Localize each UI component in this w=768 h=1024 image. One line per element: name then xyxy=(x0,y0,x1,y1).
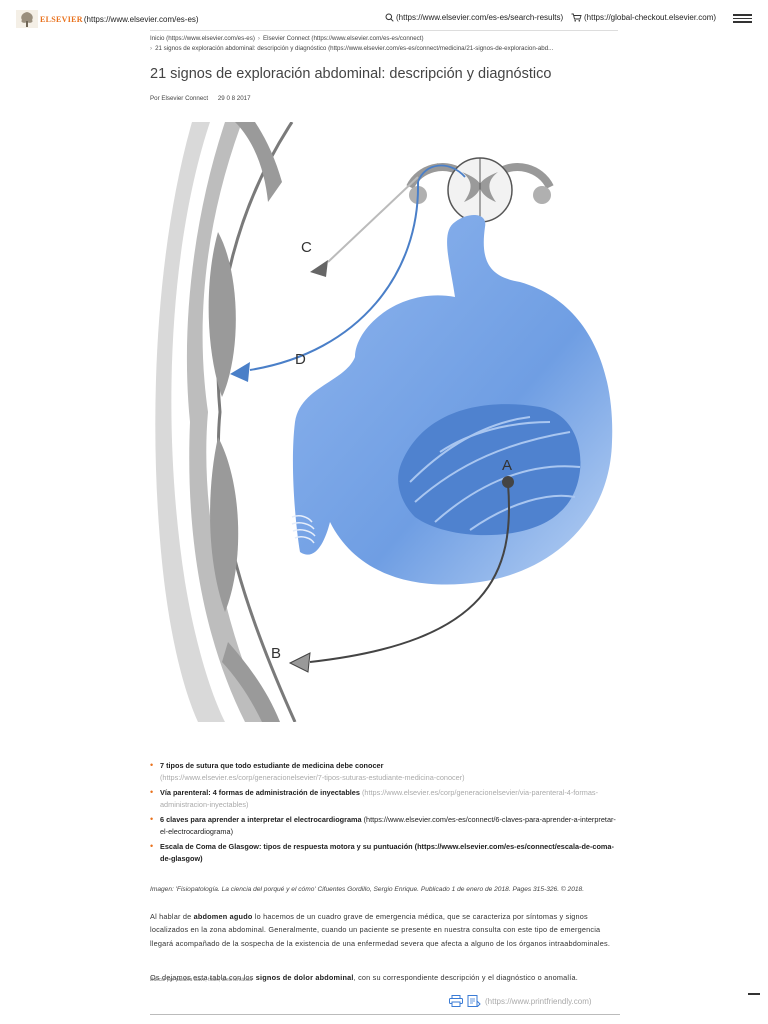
page-title: 21 signos de exploración abdominal: desc… xyxy=(150,66,552,82)
point-a xyxy=(502,476,514,488)
related-link-url[interactable]: (https://www.elsevier.com/es-es/connect/… xyxy=(160,842,614,863)
arrow-d xyxy=(230,362,250,382)
hamburger-menu-icon[interactable] xyxy=(733,14,752,23)
article-date: 29 0 8 2017 xyxy=(217,95,251,102)
stomach-rugae xyxy=(398,404,581,536)
muscle-band-bottom xyxy=(222,642,280,722)
nerve-c xyxy=(327,176,419,263)
cart-link-text: (https://global-checkout.elsevier.com) xyxy=(584,13,717,22)
cart-link[interactable]: (https://global-checkout.elsevier.com) xyxy=(571,13,716,22)
related-link-title[interactable]: 7 tipos de sutura que todo estudiante de… xyxy=(160,761,384,770)
related-link[interactable]: Vía parenteral: 4 formas de administraci… xyxy=(150,787,620,810)
related-link-title[interactable]: Escala de Coma de Glasgow: tipos de resp… xyxy=(160,842,413,851)
breadcrumb-separator: › xyxy=(257,35,260,42)
body-wall-middle xyxy=(186,122,268,722)
related-link-title[interactable]: Vía parenteral: 4 formas de administraci… xyxy=(160,788,360,797)
related-links-list: 7 tipos de sutura que todo estudiante de… xyxy=(150,760,620,868)
breadcrumb: Inicio (https://www.elsevier.com/es-es)›… xyxy=(150,34,618,54)
top-bar: ELSEVIER (https://www.elsevier.com/es-es… xyxy=(0,0,768,30)
arrow-c xyxy=(310,260,328,277)
label-b: B xyxy=(271,645,281,662)
label-c: C xyxy=(301,239,312,256)
arrow-b xyxy=(288,652,311,673)
intro-paragraph: Al hablar de abdomen agudo lo hacemos de… xyxy=(150,912,611,948)
related-link-url[interactable]: (https://www.elsevier.es/corp/generacion… xyxy=(160,788,598,809)
nerve-d-root xyxy=(417,164,466,183)
search-link[interactable]: (https://www.elsevier.com/es-es/search-r… xyxy=(385,13,563,22)
article-meta: Por Elsevier Connect 29 0 8 2017 xyxy=(150,95,259,102)
printfriendly-link[interactable]: (https://www.printfriendly.com) xyxy=(449,995,592,1007)
elsevier-tree-logo-icon xyxy=(16,10,38,28)
search-hint: Buscar por palabra clave, título, área t… xyxy=(150,977,252,983)
footer-divider xyxy=(150,1014,620,1015)
breadcrumb-current[interactable]: 21 signos de exploración abdominal: desc… xyxy=(155,45,554,52)
logo-url[interactable]: (https://www.elsevier.com/es-es) xyxy=(83,14,199,24)
logo-link[interactable]: ELSEVIER (https://www.elsevier.com/es-es… xyxy=(16,10,199,28)
signos-dolor-term: signos de dolor abdominal xyxy=(255,973,354,982)
pdf-icon[interactable] xyxy=(467,995,481,1007)
body-wall-outer xyxy=(155,122,225,722)
logo-text: ELSEVIER xyxy=(40,14,83,24)
pylorus-rings xyxy=(291,515,316,544)
breadcrumb-home[interactable]: Inicio (https://www.elsevier.com/es-es) xyxy=(150,35,255,42)
muscle-band-top xyxy=(235,122,282,202)
muscle-upper xyxy=(208,232,236,397)
table-intro-paragraph: Os dejamos esta tabla con los signos de … xyxy=(150,973,578,982)
cart-icon xyxy=(571,13,582,22)
figure-caption: Imagen: 'Fisiopatología. La ciencia del … xyxy=(150,886,585,893)
article-author: Por Elsevier Connect xyxy=(150,95,209,102)
nerve-d xyxy=(249,181,420,371)
label-d: D xyxy=(295,351,306,368)
abdomen-agudo-term: abdomen agudo xyxy=(193,912,253,921)
printfriendly-url[interactable]: (https://www.printfriendly.com) xyxy=(485,996,592,1006)
breadcrumb-separator: › xyxy=(150,45,153,52)
related-link-title[interactable]: 6 claves para aprender a interpretar el … xyxy=(160,815,362,824)
peritoneum-line xyxy=(216,122,297,722)
search-link-text: (https://www.elsevier.com/es-es/search-r… xyxy=(396,13,564,22)
abdominal-pain-illustration: A B C D xyxy=(150,122,620,722)
nerve-a-to-b xyxy=(309,483,511,663)
related-link[interactable]: 7 tipos de sutura que todo estudiante de… xyxy=(150,760,620,783)
search-icon xyxy=(385,13,394,22)
side-handle[interactable] xyxy=(748,993,760,995)
related-link-url[interactable]: (https://www.elsevier.es/corp/generacion… xyxy=(160,772,465,782)
label-a: A xyxy=(502,457,512,474)
related-link[interactable]: 6 claves para aprender a interpretar el … xyxy=(150,814,620,837)
breadcrumb-connect[interactable]: Elsevier Connect (https://www.elsevier.c… xyxy=(262,35,424,42)
header-divider xyxy=(150,30,618,31)
muscle-lower xyxy=(210,437,239,612)
related-link[interactable]: Escala de Coma de Glasgow: tipos de resp… xyxy=(150,841,620,864)
related-link-url[interactable]: (https://www.elsevier.com/es-es/connect/… xyxy=(160,815,616,836)
print-icon[interactable] xyxy=(449,995,463,1007)
